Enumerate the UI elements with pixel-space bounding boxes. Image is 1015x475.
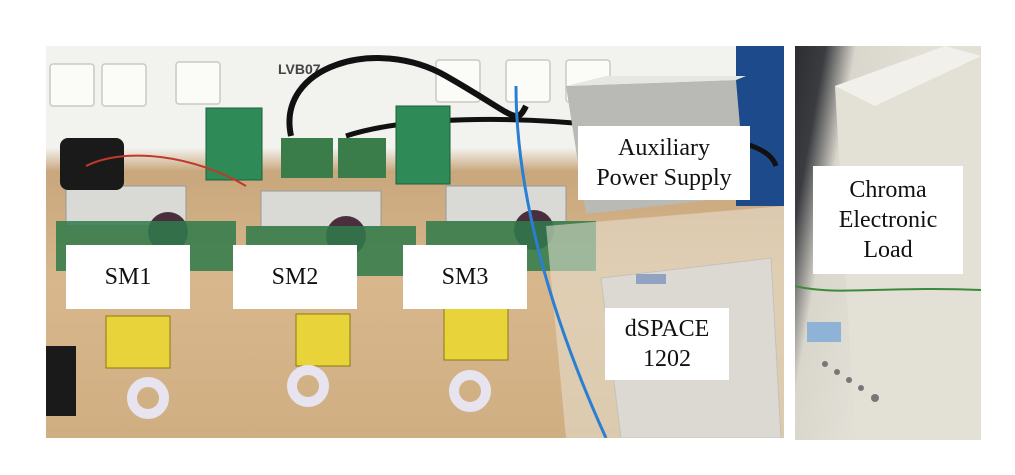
wall-sign: LVB07 <box>278 61 321 77</box>
label-sm1: SM1 <box>66 245 190 309</box>
label-sm2: SM2 <box>233 245 357 309</box>
label-auxiliary-power-supply: Auxiliary Power Supply <box>578 126 750 200</box>
testbed-photo: LVB07 <box>46 46 784 438</box>
label-dspace-1202: dSPACE 1202 <box>605 308 729 380</box>
label-sm3: SM3 <box>403 245 527 309</box>
label-chroma-electronic-load: Chroma Electronic Load <box>813 166 963 274</box>
